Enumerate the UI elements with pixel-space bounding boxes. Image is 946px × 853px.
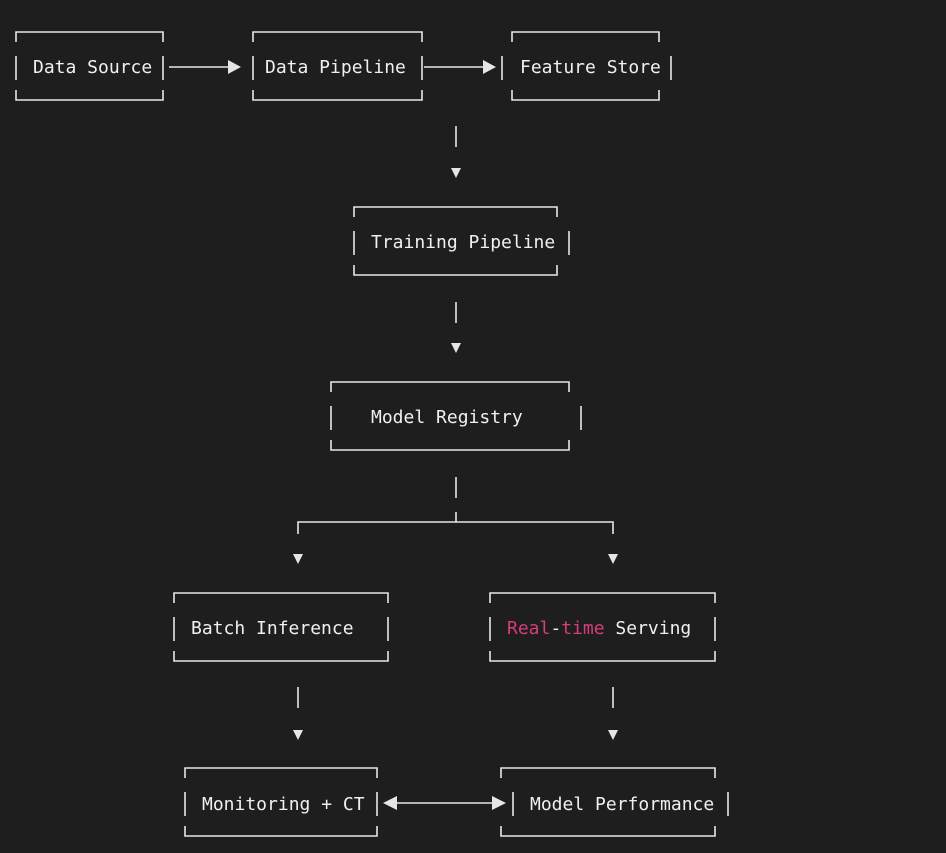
realtime-keyword-part2: time [561,618,604,639]
node-data-source-label: Data Source [33,57,152,78]
node-data-pipeline-label: Data Pipeline [265,57,406,78]
realtime-hyphen: - [550,618,561,639]
arrow-model-registry-branch [293,477,618,564]
arrow-feature-store-to-training-pipeline [451,126,461,178]
arrowhead-to-realtime-serving [608,554,618,564]
arrow-training-pipeline-to-model-registry [451,302,461,353]
node-data-pipeline: Data Pipeline [252,31,423,101]
node-training-pipeline: Training Pipeline [353,206,570,276]
node-model-registry-label: Model Registry [371,407,523,428]
realtime-keyword-part1: Real [507,618,550,639]
node-realtime-serving: Real-time Serving [489,592,716,662]
arrow-data-pipeline-to-feature-store [424,60,496,74]
arrow-batch-inference-to-monitoring [293,687,303,740]
node-model-performance-label: Model Performance [530,794,714,815]
node-monitoring-ct-label: Monitoring + CT [202,794,365,815]
node-feature-store-label: Feature Store [520,57,661,78]
node-monitoring-ct: Monitoring + CT [184,767,378,837]
node-training-pipeline-label: Training Pipeline [371,232,555,253]
arrowhead-to-batch-inference [293,554,303,564]
node-model-registry: Model Registry [330,381,582,451]
node-realtime-serving-label: Real-time Serving [507,618,691,639]
arrow-realtime-serving-to-model-performance [608,687,618,740]
node-data-source: Data Source [15,31,164,101]
node-batch-inference-label: Batch Inference [191,618,354,639]
node-batch-inference: Batch Inference [173,592,389,662]
arrow-monitoring-model-performance-bidirectional [383,796,506,810]
arrow-data-source-to-data-pipeline [169,60,241,74]
node-feature-store: Feature Store [501,31,672,101]
node-model-performance: Model Performance [500,767,729,837]
realtime-serving-rest: Serving [605,618,692,639]
